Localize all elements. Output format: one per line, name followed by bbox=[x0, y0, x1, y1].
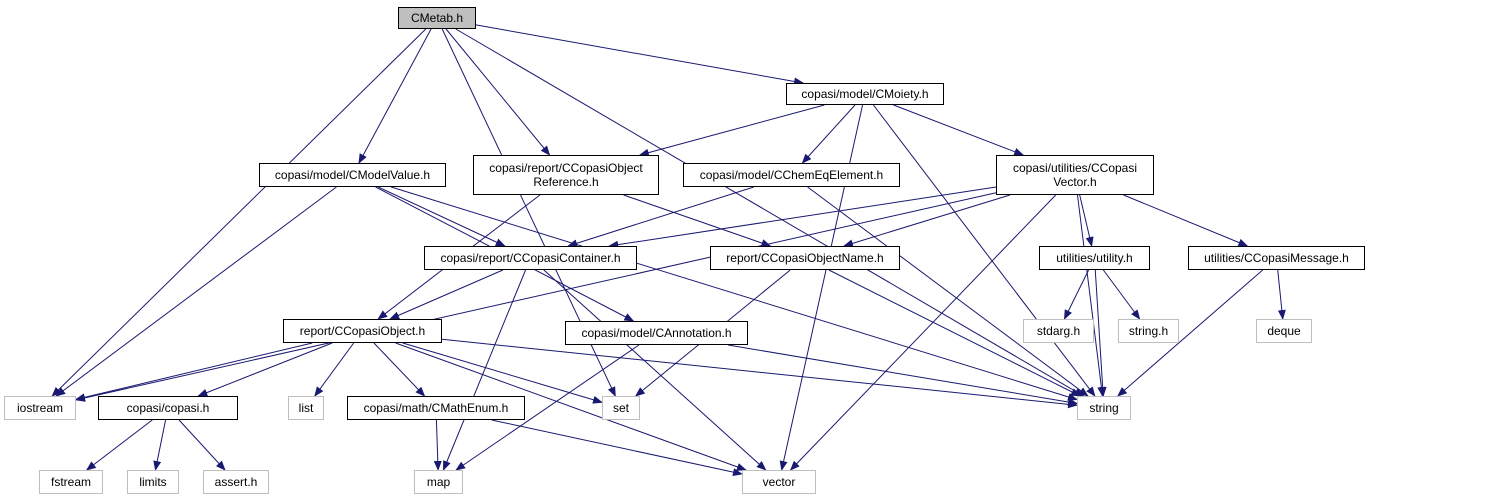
edge-ccopasimessage-to-string bbox=[1117, 269, 1264, 397]
edge-ccopasiobject-to-copasih bbox=[197, 342, 333, 397]
node-set: set bbox=[602, 396, 640, 420]
edge-copasih-to-limits bbox=[153, 419, 167, 471]
node-iostream: iostream bbox=[4, 396, 76, 420]
edge-ccopasicontainer-to-vector bbox=[543, 269, 767, 471]
edge-ccopasivector-to-ccopasicontainer bbox=[608, 186, 997, 249]
node-assert-h: assert.h bbox=[203, 470, 269, 494]
edge-utility-to-stringh bbox=[1102, 269, 1141, 320]
edge-ccopasivector-to-iostream bbox=[75, 192, 997, 402]
node-copasi-h[interactable]: copasi/copasi.h bbox=[98, 396, 238, 420]
node-vector: vector bbox=[742, 470, 816, 494]
edge-cmetab-to-cmoiety bbox=[475, 24, 805, 86]
edge-ccopasimessage-to-deque bbox=[1277, 269, 1286, 320]
edge-cannotation-to-map bbox=[455, 344, 640, 471]
edge-cmodelvalue-to-ccopasicontainer bbox=[378, 186, 506, 247]
edge-cmoiety-to-ccopasiobjectref bbox=[638, 104, 825, 157]
edge-ccopasivector-to-utility bbox=[1079, 194, 1094, 247]
edge-ccopasivector-to-ccopasimessage bbox=[1123, 194, 1249, 247]
node-fstream: fstream bbox=[39, 470, 103, 494]
edge-cmetab-to-ccopasiobjectref bbox=[445, 28, 551, 156]
edge-cannotation-to-string bbox=[728, 344, 1078, 406]
node-cmodelvalue[interactable]: copasi/model/CModelValue.h bbox=[259, 163, 446, 187]
edge-copasih-to-asserth bbox=[178, 419, 226, 471]
node-limits: limits bbox=[127, 470, 179, 494]
edge-ccopasivector-to-string bbox=[1076, 194, 1106, 397]
edge-ccopasiobject-to-cmathenum bbox=[373, 342, 426, 397]
node-stdarg: stdarg.h bbox=[1023, 319, 1094, 343]
edge-ccopasivector-to-ccopasiobjectname bbox=[843, 194, 1011, 248]
edge-ccopasivector-to-vector bbox=[789, 194, 1057, 471]
edge-ccopasiobject-to-iostream bbox=[75, 342, 313, 402]
edge-cmetab-to-iostream bbox=[51, 28, 427, 397]
edge-ccopasiobjectname-to-string bbox=[828, 269, 1081, 397]
edge-ccopasicontainer-to-map bbox=[442, 269, 527, 471]
node-ccopasiobject[interactable]: report/CCopasiObject.h bbox=[283, 319, 442, 343]
node-list: list bbox=[288, 396, 324, 420]
edge-cmathenum-to-vector bbox=[491, 419, 743, 477]
edge-cmoiety-to-ccopasivector bbox=[893, 104, 1025, 156]
node-cmathenum[interactable]: copasi/math/CMathEnum.h bbox=[347, 396, 525, 420]
node-cmoiety[interactable]: copasi/model/CMoiety.h bbox=[786, 83, 944, 105]
edge-copasih-to-fstream bbox=[85, 419, 153, 471]
edge-utility-to-stdarg bbox=[1063, 269, 1090, 320]
edge-cmodelvalue-to-string bbox=[391, 186, 1078, 401]
edge-cmoiety-to-string bbox=[872, 104, 1096, 397]
node-utility[interactable]: utilities/utility.h bbox=[1039, 246, 1150, 270]
node-string-h: string.h bbox=[1118, 319, 1179, 343]
node-cmetab[interactable]: CMetab.h bbox=[398, 7, 476, 29]
edge-ccopasiobjectref-to-ccopasiobjectname bbox=[623, 194, 772, 247]
node-ccopasiobjectname[interactable]: report/CCopasiObjectName.h bbox=[710, 246, 900, 270]
node-deque: deque bbox=[1256, 319, 1312, 343]
edge-ccopasiobject-to-list bbox=[314, 342, 355, 397]
edge-cchemeqelement-to-ccopasicontainer bbox=[567, 186, 754, 248]
edge-cmodelvalue-to-iostream bbox=[55, 186, 337, 397]
edge-utility-to-string bbox=[1094, 269, 1107, 397]
edge-cmetab-to-cmodelvalue bbox=[358, 28, 432, 164]
node-string: string bbox=[1077, 396, 1131, 420]
edge-cmetab-to-string bbox=[455, 28, 1085, 397]
edge-cmathenum-to-map bbox=[433, 419, 442, 471]
node-cchemeqelement[interactable]: copasi/model/CChemEqElement.h bbox=[683, 163, 900, 187]
edge-cmoiety-to-cchemeqelement bbox=[801, 104, 856, 164]
node-map: map bbox=[414, 470, 463, 494]
node-cannotation[interactable]: copasi/model/CAnnotation.h bbox=[565, 321, 748, 345]
edge-cchemeqelement-to-string bbox=[807, 186, 1089, 397]
edge-ccopasiobject-to-string bbox=[441, 338, 1078, 409]
edge-ccopasiobject-to-vector bbox=[395, 342, 747, 471]
node-ccopasiobject-reference[interactable]: copasi/report/CCopasiObject Reference.h bbox=[473, 155, 659, 195]
node-ccopasimessage[interactable]: utilities/CCopasiMessage.h bbox=[1188, 246, 1365, 270]
node-ccopasicontainer[interactable]: copasi/report/CCopasiContainer.h bbox=[424, 246, 637, 270]
node-ccopasivector[interactable]: copasi/utilities/CCopasi Vector.h bbox=[996, 155, 1154, 195]
edge-ccopasicontainer-to-ccopasiobject bbox=[389, 269, 504, 320]
